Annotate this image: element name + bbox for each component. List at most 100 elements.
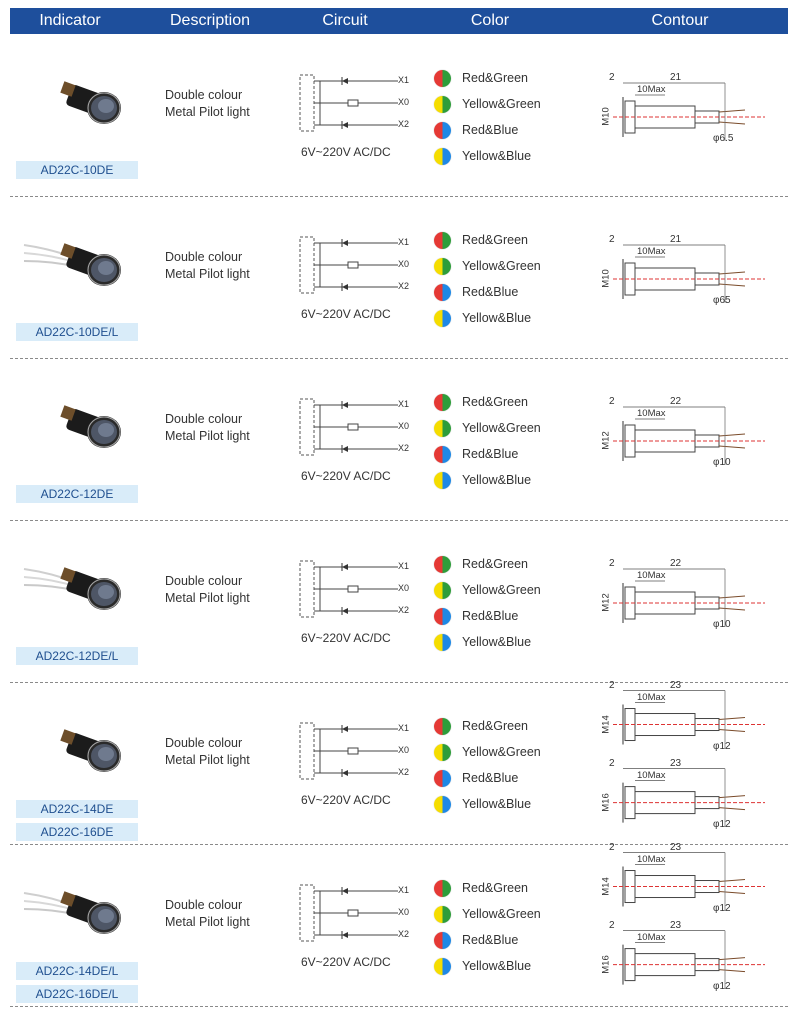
contour-length-dim: 23 <box>670 757 682 769</box>
contour-length-dim: 21 <box>670 72 682 83</box>
contour-length-dim: 23 <box>670 841 682 853</box>
color-label: Yellow&Blue <box>462 959 532 973</box>
color-option: Yellow&Blue <box>434 143 541 169</box>
contour-max-dim: 10Max <box>637 246 666 257</box>
terminal-label: X0 <box>398 745 410 755</box>
color-option: Yellow&Blue <box>434 953 541 979</box>
terminal-label: X2 <box>398 281 410 291</box>
table-header: Indicator Description Circuit Color Cont… <box>10 8 788 34</box>
terminal-label: X1 <box>398 885 410 895</box>
row-divider <box>10 682 788 683</box>
contour-head-dim: 2 <box>609 841 615 853</box>
color-option: Red&Green <box>434 875 541 901</box>
color-label: Red&Green <box>462 881 529 895</box>
color-label: Yellow&Green <box>462 259 541 273</box>
color-label: Red&Green <box>462 719 529 733</box>
color-swatch-icon <box>434 69 451 87</box>
product-photo <box>22 539 130 629</box>
desc-line1: Double colour <box>165 898 243 912</box>
contour-dia-dim: φ10 <box>713 619 731 630</box>
color-label: Red&Green <box>462 557 529 571</box>
contour-length-dim: 23 <box>670 919 682 931</box>
contour-max-dim: 10Max <box>637 570 666 581</box>
color-swatch-icon <box>434 879 451 897</box>
terminal-label: X2 <box>398 605 410 615</box>
model-label: AD22C-16DE <box>16 823 138 841</box>
color-swatch-icon <box>434 283 451 301</box>
terminal-label: X1 <box>398 75 410 85</box>
color-swatch-icon <box>434 445 451 463</box>
contour-thread-dim: M10 <box>600 107 612 126</box>
contour-length-dim: 22 <box>670 396 682 407</box>
contour-length-dim: 21 <box>670 234 682 245</box>
header-indicator: Indicator <box>39 12 101 29</box>
contour-dia-dim: φ12 <box>713 740 731 752</box>
contour-length-dim: 23 <box>670 679 682 691</box>
contour-max-dim: 10Max <box>637 84 666 95</box>
color-option: Red&Green <box>434 227 541 253</box>
color-label: Red&Blue <box>462 771 519 785</box>
color-option: Red&Green <box>434 551 541 577</box>
row-divider <box>10 844 788 845</box>
color-swatch-icon <box>434 555 451 573</box>
desc-line2: Metal Pilot light <box>165 429 250 443</box>
color-option: Yellow&Green <box>434 91 541 117</box>
row-divider <box>10 520 788 521</box>
header-contour: Contour <box>651 12 709 29</box>
color-option: Red&Blue <box>434 441 541 467</box>
color-swatch-icon <box>434 257 451 275</box>
color-option: Yellow&Green <box>434 577 541 603</box>
contour-max-dim: 10Max <box>637 408 666 419</box>
voltage-label: 6V~220V AC/DC <box>301 793 391 807</box>
contour-dia-dim: φ6.5 <box>713 133 734 144</box>
color-option: Red&Blue <box>434 765 541 791</box>
model-label: AD22C-10DE <box>16 161 138 179</box>
contour-head-dim: 2 <box>609 558 615 569</box>
header-circuit: Circuit <box>322 12 368 29</box>
contour-thread-dim: M12 <box>600 593 612 612</box>
desc-line2: Metal Pilot light <box>165 591 250 605</box>
desc-line1: Double colour <box>165 88 243 102</box>
color-swatch-icon <box>434 769 451 787</box>
product-photo <box>22 377 130 467</box>
model-label: AD22C-10DE/L <box>16 323 138 341</box>
color-label: Yellow&Blue <box>462 635 532 649</box>
color-swatch-icon <box>434 931 451 949</box>
voltage-label: 6V~220V AC/DC <box>301 145 391 159</box>
contour-head-dim: 2 <box>609 757 615 769</box>
color-label: Yellow&Blue <box>462 473 532 487</box>
color-swatch-icon <box>434 95 451 113</box>
contour-thread-dim: M12 <box>600 431 612 450</box>
color-option: Yellow&Green <box>434 739 541 765</box>
row-divider <box>10 358 788 359</box>
desc-line2: Metal Pilot light <box>165 267 250 281</box>
color-swatch-icon <box>434 147 451 165</box>
voltage-label: 6V~220V AC/DC <box>301 955 391 969</box>
terminal-label: X1 <box>398 723 410 733</box>
desc-line2: Metal Pilot light <box>165 915 250 929</box>
contour-length-dim: 22 <box>670 558 682 569</box>
color-option: Yellow&Blue <box>434 629 541 655</box>
contour-head-dim: 2 <box>609 396 615 407</box>
color-option: Red&Green <box>434 713 541 739</box>
